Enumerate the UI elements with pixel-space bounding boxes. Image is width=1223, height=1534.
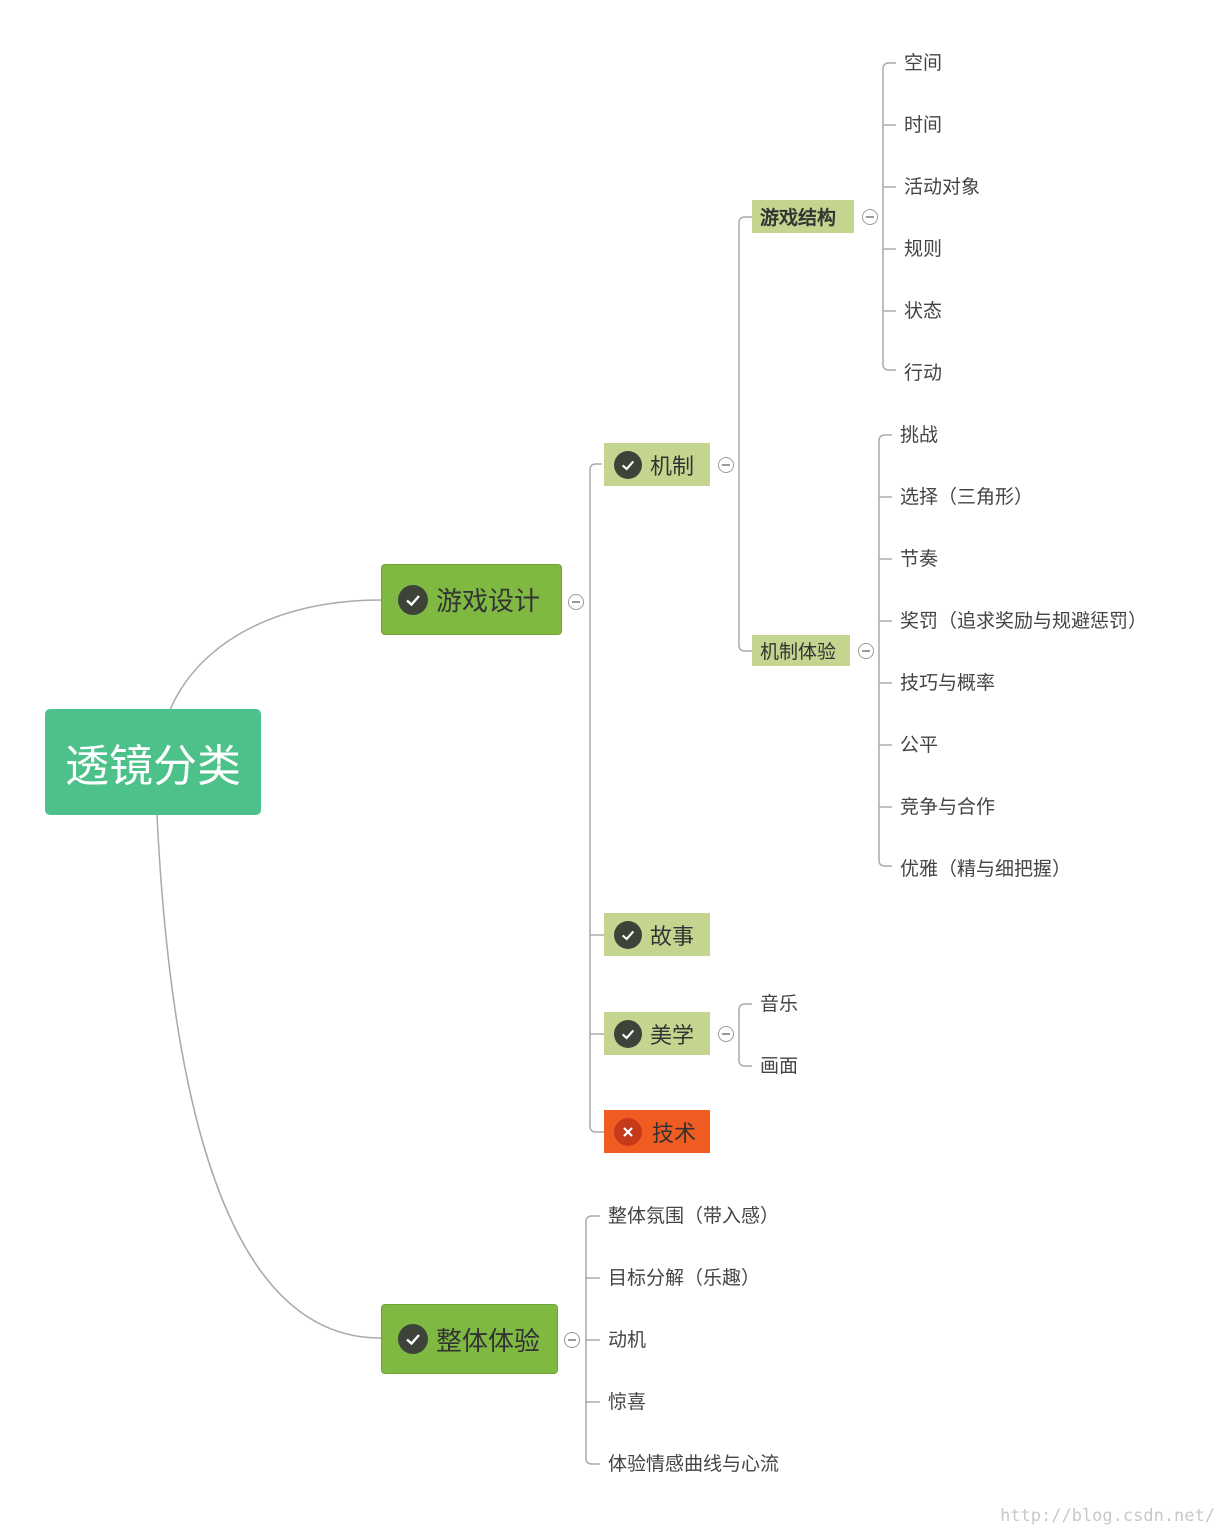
story-node[interactable]: 故事 (604, 913, 710, 956)
x-circle-icon (614, 1117, 642, 1146)
game-design-label: 游戏设计 (436, 587, 541, 617)
leaf-item[interactable]: 技巧与概率 (900, 672, 996, 694)
leaf-item[interactable]: 节奏 (900, 548, 939, 570)
technology-node[interactable]: 技术 (604, 1110, 710, 1153)
leaf-item[interactable]: 整体氛围（带入感） (608, 1205, 780, 1227)
leaf-item[interactable]: 挑战 (900, 424, 939, 446)
leaf-item[interactable]: 目标分解（乐趣） (608, 1267, 761, 1289)
collapse-icon[interactable] (862, 209, 878, 225)
check-circle-icon (398, 1324, 428, 1354)
leaf-item[interactable]: 空间 (904, 52, 943, 74)
overall-experience-label: 整体体验 (436, 1326, 541, 1357)
root-label: 透镜分类 (65, 741, 241, 792)
overall-experience-node[interactable]: 整体体验 (381, 1304, 558, 1374)
aesthetics-node[interactable]: 美学 (604, 1012, 710, 1055)
leaf-item[interactable]: 画面 (760, 1055, 799, 1077)
leaf-item[interactable]: 惊喜 (608, 1391, 647, 1413)
mechanics-label: 机制 (650, 454, 695, 480)
check-circle-icon (614, 920, 642, 949)
check-circle-icon (398, 584, 428, 615)
story-label: 故事 (650, 924, 695, 950)
watermark: http://blog.csdn.net/ (1000, 1506, 1215, 1526)
leaf-item[interactable]: 体验情感曲线与心流 (608, 1453, 780, 1475)
game-structure-node[interactable]: 游戏结构 (752, 200, 854, 233)
leaf-item[interactable]: 奖罚（追求奖励与规避惩罚） (900, 610, 1148, 632)
leaf-item[interactable]: 时间 (904, 114, 943, 136)
collapse-icon[interactable] (858, 643, 874, 659)
game-design-node[interactable]: 游戏设计 (381, 564, 562, 635)
check-circle-icon (614, 1019, 642, 1048)
leaf-item[interactable]: 活动对象 (904, 176, 981, 198)
mechanic-experience-label: 机制体验 (760, 641, 837, 663)
root-node[interactable]: 透镜分类 (45, 709, 261, 815)
check-circle-icon (614, 450, 642, 479)
leaf-item[interactable]: 公平 (900, 734, 939, 756)
collapse-icon[interactable] (718, 1026, 734, 1042)
leaf-item[interactable]: 行动 (904, 362, 943, 384)
mechanic-experience-node[interactable]: 机制体验 (752, 635, 850, 666)
leaf-item[interactable]: 优雅（精与细把握） (900, 858, 1072, 880)
leaf-item[interactable]: 状态 (904, 300, 943, 322)
technology-label: 技术 (652, 1121, 697, 1147)
leaf-item[interactable]: 音乐 (760, 993, 799, 1015)
leaf-item[interactable]: 动机 (608, 1329, 647, 1351)
mechanics-node[interactable]: 机制 (604, 443, 710, 486)
leaf-item[interactable]: 竞争与合作 (900, 796, 996, 818)
collapse-icon[interactable] (718, 457, 734, 473)
leaf-item[interactable]: 规则 (904, 238, 943, 260)
aesthetics-label: 美学 (650, 1023, 695, 1049)
collapse-icon[interactable] (568, 594, 584, 610)
collapse-icon[interactable] (564, 1332, 580, 1348)
leaf-item[interactable]: 选择（三角形） (900, 486, 1034, 508)
game-structure-label: 游戏结构 (760, 207, 837, 229)
